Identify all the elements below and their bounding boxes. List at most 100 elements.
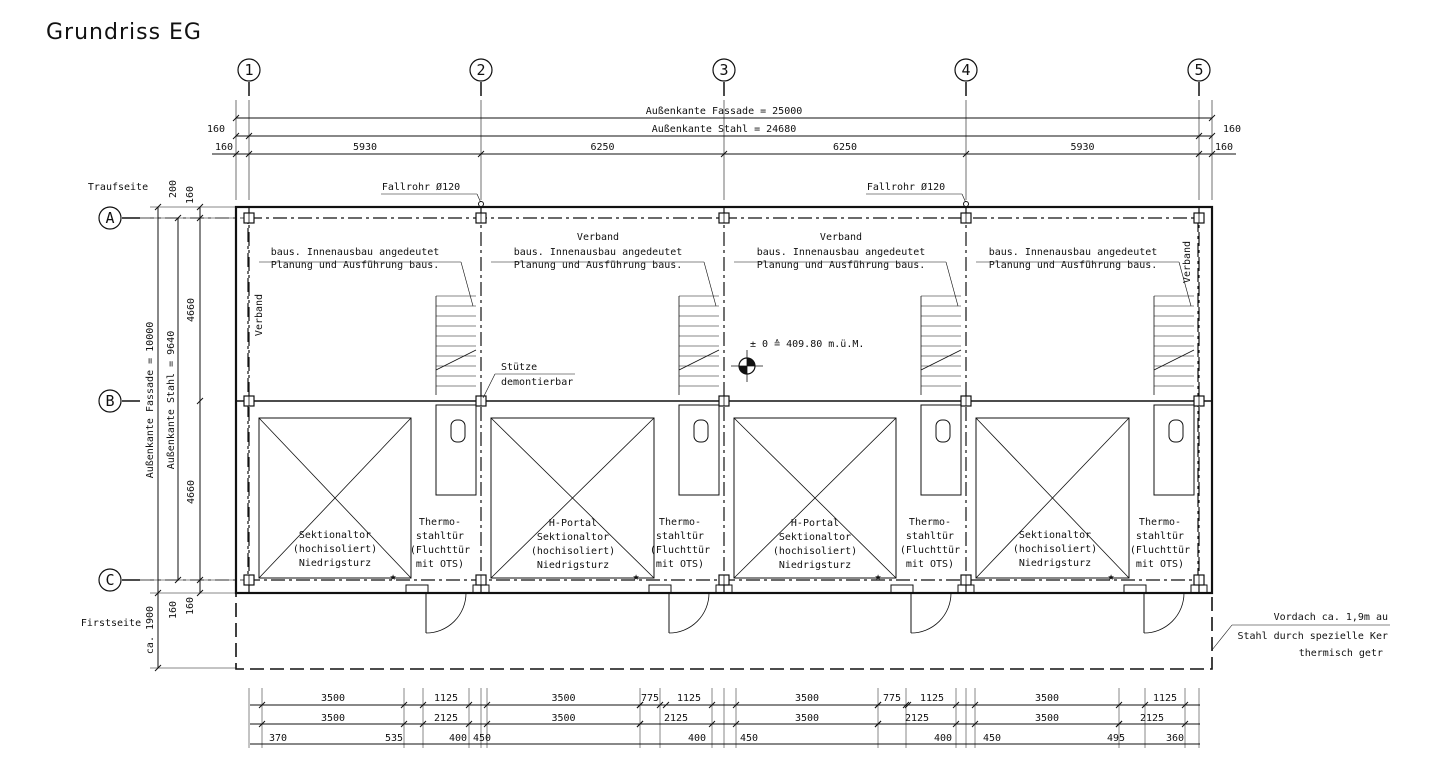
door-label-0-3: mit OTS): [416, 559, 464, 570]
dim-left-fassade-label: Außenkante Fassade = 10000: [145, 322, 156, 479]
level-mark-label: ± 0 ≙ 409.80 m.ü.M.: [750, 339, 864, 350]
door-label-0-1: stahltür: [416, 531, 464, 542]
gate-label-0-1: (hochisoliert): [293, 544, 377, 555]
wc-icon: [1168, 419, 1184, 443]
dim-fassade-label: Außenkante Fassade = 25000: [646, 106, 803, 117]
door-label-1-0: Thermo-: [659, 517, 701, 528]
axis-row-A-bubble: [98, 206, 122, 230]
axis-row-B: B: [105, 392, 114, 410]
dim-bottom-r1-0: 3500: [321, 693, 345, 704]
dim-bottom-r3-4: 400: [688, 733, 706, 744]
dim-bottom-r1-5: 3500: [795, 693, 819, 704]
door-label-3-0: Thermo-: [1139, 517, 1181, 528]
axis-col-2: 2: [476, 61, 485, 79]
firstseite-label: Firstseite: [81, 618, 141, 629]
dimension-tick: [662, 701, 670, 709]
door-label-3-2: (Fluchttür: [1130, 545, 1190, 556]
axis-row-A: A: [105, 209, 114, 227]
vordach-note-2: Stahl durch spezielle Ker: [1237, 631, 1388, 642]
door-swing: [668, 592, 710, 634]
wc-room: [1153, 404, 1195, 496]
dim-bay-3: 5930: [1070, 142, 1094, 153]
gate-cross: [258, 417, 412, 579]
note-leader: [945, 261, 959, 307]
gate-cross: [733, 417, 897, 579]
door-swing: [1143, 592, 1185, 634]
innenausbau-note-0: baus. Innenausbau angedeutet: [271, 247, 440, 258]
dim-left-200: 200: [168, 180, 179, 198]
gate-box: [490, 417, 655, 579]
fire-marker: ★: [1108, 570, 1115, 583]
dim-left-half-a: 4660: [186, 298, 197, 322]
fallrohr-pipe: [963, 201, 969, 207]
dim-bottom-r1-2: 3500: [551, 693, 575, 704]
fire-marker: ★: [875, 570, 882, 583]
wc-room: [435, 404, 477, 496]
door-label-3-3: mit OTS): [1136, 559, 1184, 570]
gate-label-2-0: H-Portal: [791, 518, 839, 529]
dim-bottom-r3-2: 400: [449, 733, 467, 744]
door-label-0-0: Thermo-: [419, 517, 461, 528]
stair-arrow: [920, 349, 962, 371]
fire-marker: ★: [390, 570, 397, 583]
dim-bottom-r2-5: 2125: [905, 713, 929, 724]
dim-bottom-r3-5: 450: [740, 733, 758, 744]
innenausbau-note-3: baus. Innenausbau angedeutet: [989, 247, 1158, 258]
dim-bottom-r3-6: 400: [934, 733, 952, 744]
wc-icon: [693, 419, 709, 443]
door-label-2-3: mit OTS): [906, 559, 954, 570]
axis-row-B-bubble: [98, 389, 122, 413]
gate-box: [733, 417, 897, 579]
dim-offset-right2: 160: [1215, 142, 1233, 153]
dim-bottom-r3-3: 450: [473, 733, 491, 744]
dim-bottom-r3-8: 495: [1107, 733, 1125, 744]
dim-bottom-r1-8: 3500: [1035, 693, 1059, 704]
axis-col-3-bubble: [712, 58, 736, 82]
dim-bottom-r2-4: 3500: [795, 713, 819, 724]
dim-bottom-r3-9: 360: [1166, 733, 1184, 744]
gate-label-1-1: Sektionaltor: [537, 532, 609, 543]
dim-offset-left2: 160: [215, 142, 233, 153]
door-frame: [648, 584, 672, 594]
vordach-outline: [235, 592, 1213, 670]
fallrohr-label-1: Fallrohr Ø120: [867, 181, 945, 193]
dim-left-half-b: 4660: [186, 480, 197, 504]
vordach-note-1: Vordach ca. 1,9m au: [1274, 612, 1388, 623]
gate-label-2-2: (hochisoliert): [773, 546, 857, 557]
dim-left-160-bot: 160: [168, 601, 179, 619]
dim-left-vordach: ca. 1900: [145, 606, 156, 654]
dim-bottom-r1-3: 775: [641, 693, 659, 704]
fallrohr-label-0: Fallrohr Ø120: [382, 181, 460, 193]
gate-box: [975, 417, 1130, 579]
door-swing: [910, 592, 952, 634]
dim-bottom-r1-6: 775: [883, 693, 901, 704]
dim-bottom-r2-1: 2125: [434, 713, 458, 724]
stuetze-label-2: demontierbar: [501, 377, 573, 388]
door-label-1-3: mit OTS): [656, 559, 704, 570]
axis-col-4: 4: [961, 61, 970, 79]
door-label-1-1: stahltür: [656, 531, 704, 542]
door-swing: [425, 592, 467, 634]
gate-label-2-3: Niedrigsturz: [779, 560, 851, 571]
axis-col-5-bubble: [1187, 58, 1211, 82]
gate-label-0-2: Niedrigsturz: [299, 558, 371, 569]
vordach-note-3: thermisch getr: [1299, 648, 1383, 659]
stair-arrow: [435, 349, 477, 371]
gate-cross: [490, 417, 655, 579]
dim-bay-1: 6250: [590, 142, 614, 153]
gate-label-0-0: Sektionaltor: [299, 530, 371, 541]
innenausbau-note-0-line2: Planung und Ausführung baus.: [271, 260, 440, 271]
door-label-2-1: stahltür: [906, 531, 954, 542]
axis-col-1-bubble: [237, 58, 261, 82]
door-frame: [890, 584, 914, 594]
verband-label-2: Verband: [820, 232, 862, 243]
door-label-1-2: (Fluchttür: [650, 545, 710, 556]
gate-label-3-0: Sektionaltor: [1019, 530, 1091, 541]
dim-stahl-label: Außenkante Stahl = 24680: [652, 124, 797, 135]
verband-label-1: Verband: [577, 232, 619, 243]
stair-arrow: [1153, 349, 1195, 371]
dim-bottom-r2-2: 3500: [551, 713, 575, 724]
gate-box: [258, 417, 412, 579]
gate-label-2-1: Sektionaltor: [779, 532, 851, 543]
